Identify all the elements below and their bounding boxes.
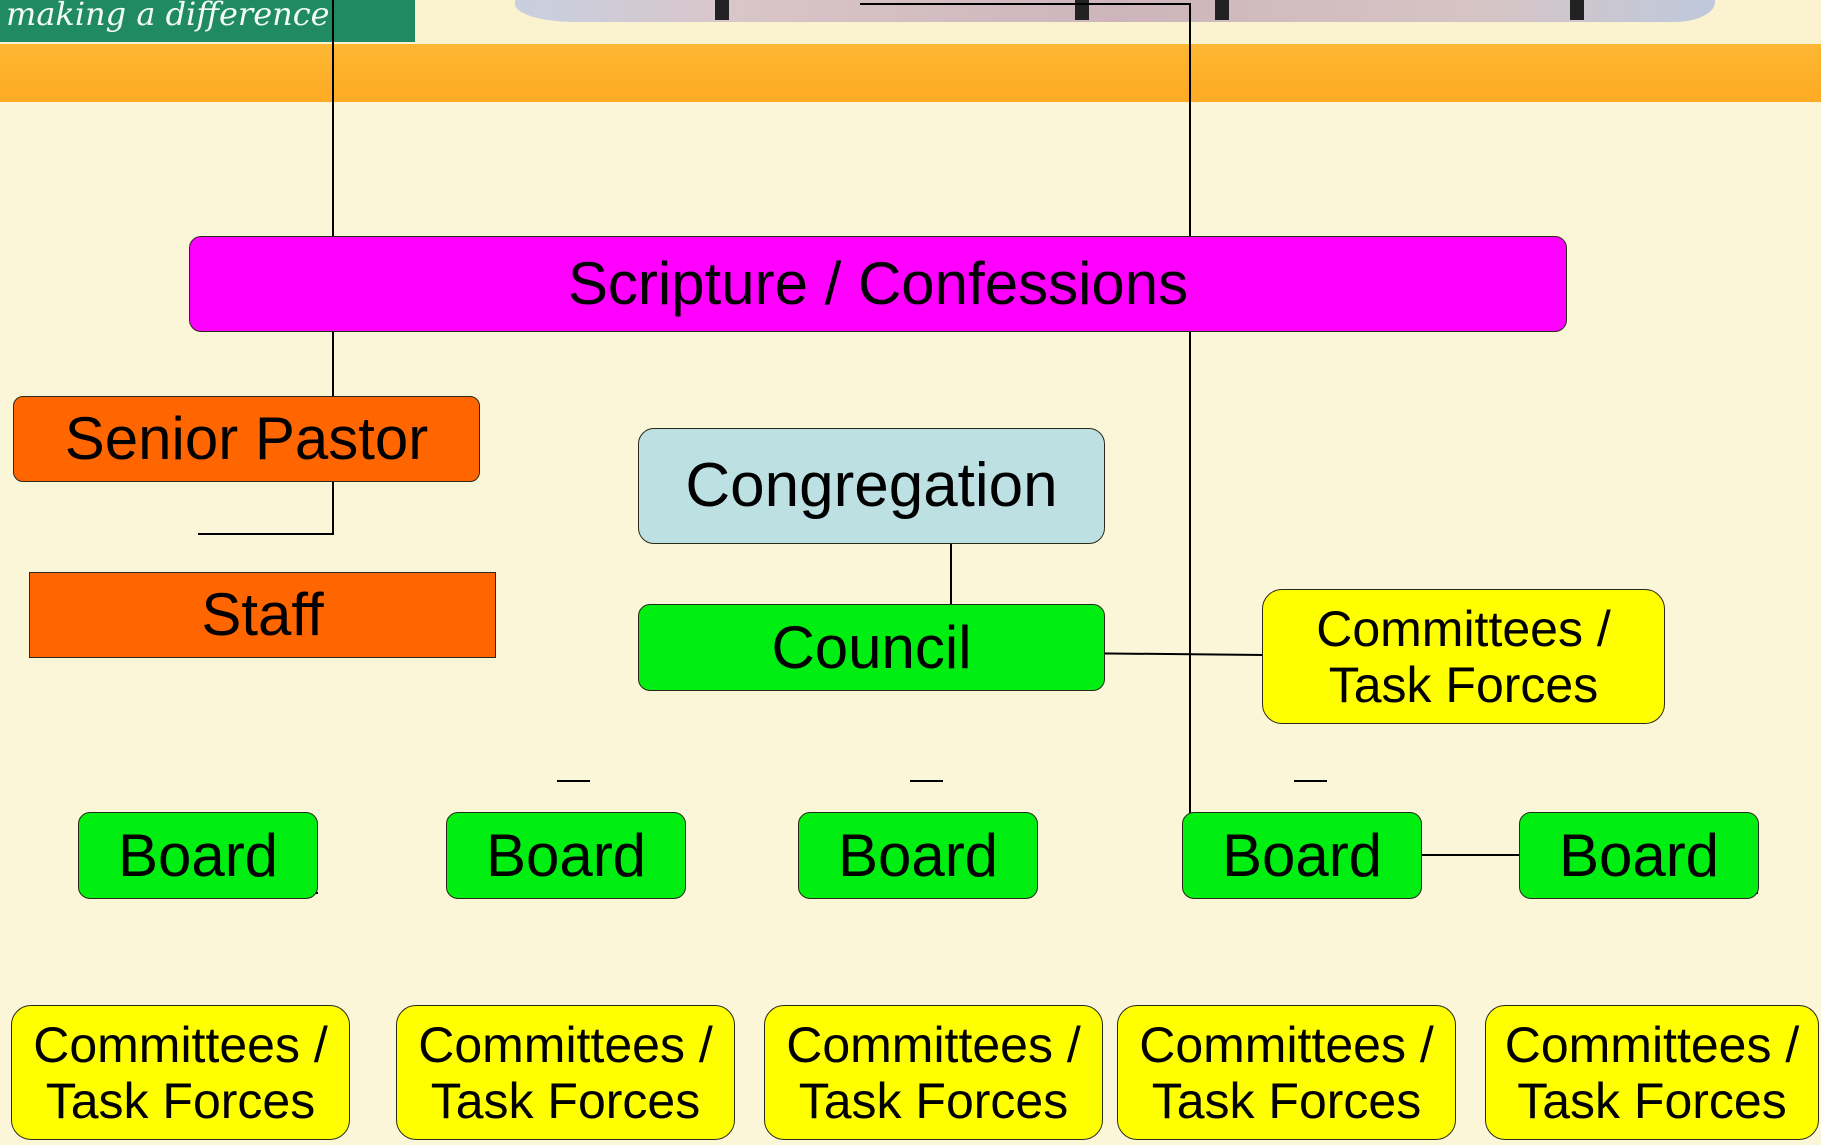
board-label: Board <box>485 821 647 889</box>
committees-box: Committees / Task Forces <box>764 1005 1103 1140</box>
council-committees-label: Committees / Task Forces <box>1316 600 1611 713</box>
logo: making a difference <box>0 0 415 42</box>
senior-pastor-box: Senior Pastor <box>13 396 480 482</box>
board-label: Board <box>837 821 999 889</box>
board-box: Board <box>1182 812 1422 899</box>
committees-label: Committees / Task Forces <box>418 1016 713 1129</box>
senior-pastor-label: Senior Pastor <box>64 405 429 473</box>
committees-label: Committees / Task Forces <box>33 1016 328 1129</box>
orange-band <box>0 44 1821 102</box>
committees-label: Committees / Task Forces <box>1504 1016 1800 1129</box>
board-box: Board <box>798 812 1038 899</box>
board-label: Board <box>117 821 279 889</box>
committees-label: Committees / Task Forces <box>786 1016 1081 1129</box>
staff-label: Staff <box>201 581 324 649</box>
board-box: Board <box>446 812 686 899</box>
board-box: Board <box>78 812 318 899</box>
committees-box: Committees / Task Forces <box>1485 1005 1819 1140</box>
board-label: Board <box>1221 821 1383 889</box>
council-label: Council <box>771 613 972 681</box>
council-box: Council <box>638 604 1105 691</box>
committees-box: Committees / Task Forces <box>11 1005 350 1140</box>
board-label: Board <box>1558 821 1720 889</box>
congregation-box: Congregation <box>638 428 1105 544</box>
committees-box: Committees / Task Forces <box>396 1005 735 1140</box>
staff-box: Staff <box>29 572 496 658</box>
committees-box: Committees / Task Forces <box>1117 1005 1456 1140</box>
board-box: Board <box>1519 812 1759 899</box>
committees-label: Committees / Task Forces <box>1139 1016 1434 1129</box>
council-committees-box: Committees / Task Forces <box>1262 589 1665 724</box>
header-banner: making a difference <box>0 0 1821 44</box>
congregation-label: Congregation <box>685 451 1058 521</box>
scripture-confessions-box: Scripture / Confessions <box>189 236 1567 332</box>
header-photo <box>515 0 1715 22</box>
scripture-confessions-label: Scripture / Confessions <box>567 250 1189 318</box>
